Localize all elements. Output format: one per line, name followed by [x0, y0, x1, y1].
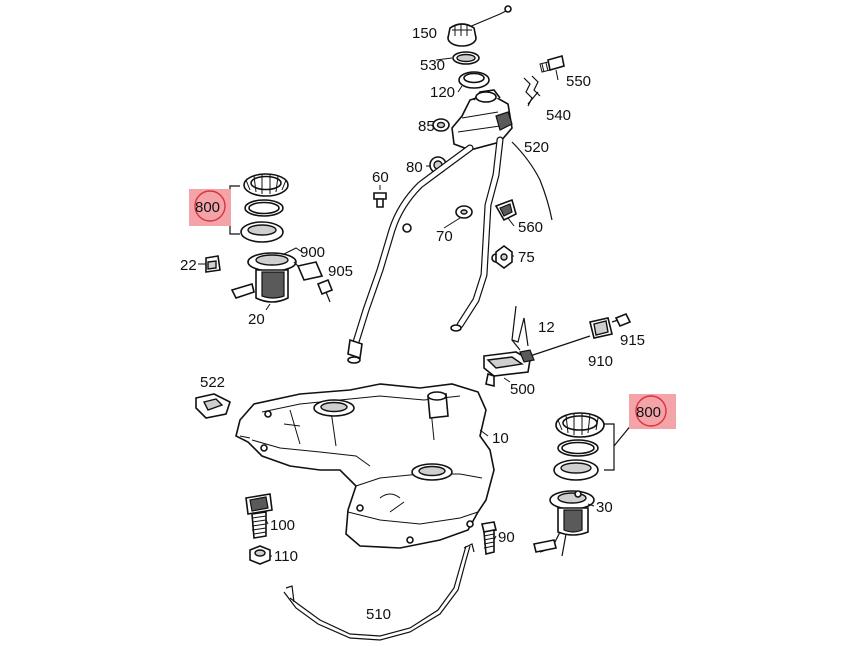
- callout-560: 560: [518, 219, 543, 236]
- lead-910-to-500: [529, 335, 591, 357]
- part-75-nut: [495, 245, 513, 269]
- vent-line-wire: [511, 141, 553, 221]
- part-filler-neck-housing: [451, 89, 513, 151]
- part-540-clip: [523, 75, 541, 107]
- part-12-bracket: [511, 305, 529, 351]
- part-800-flange-ring-right: [553, 459, 599, 481]
- filler-pipe: [347, 144, 474, 364]
- callout-900: 900: [300, 244, 325, 261]
- part-905-screw: [316, 278, 334, 303]
- callout-522: 522: [200, 374, 225, 391]
- callout-75: 75: [518, 249, 535, 266]
- bracket-800-right: [604, 423, 633, 471]
- part-550-screw: [539, 54, 565, 73]
- callout-110: 110: [274, 548, 298, 565]
- part-22-clip: [205, 255, 221, 273]
- part-800-lock-ring-right: [555, 412, 605, 438]
- callout-90: 90: [498, 529, 515, 546]
- callout-905: 905: [328, 263, 353, 280]
- part-110-nut: [249, 545, 271, 565]
- callout-500: 500: [510, 381, 535, 398]
- callout-80: 80: [406, 159, 423, 176]
- part-60-bolt: [373, 192, 387, 208]
- part-800-flange-ring-left: [240, 221, 284, 243]
- part-30-fuel-level-unit: [533, 490, 595, 557]
- callout-60: 60: [372, 169, 389, 186]
- callout-10: 10: [492, 430, 509, 447]
- callout-520: 520: [524, 139, 549, 156]
- part-800-lock-ring-left: [243, 173, 289, 197]
- part-150-fuel-cap: [447, 5, 512, 47]
- callout-100: 100: [270, 517, 295, 534]
- highlight-800-left[interactable]: [189, 189, 231, 226]
- callout-85: 85: [418, 118, 435, 135]
- highlight-800-right[interactable]: [629, 394, 676, 429]
- callout-800-left: 800: [195, 199, 220, 216]
- vent-pipe: [450, 136, 504, 332]
- callout-120: 120: [430, 84, 455, 101]
- part-522-clip: [195, 393, 231, 419]
- part-915-screw: [611, 312, 632, 328]
- part-10-fuel-tank: [235, 383, 495, 549]
- part-560-clamp: [494, 198, 517, 222]
- part-910-connector: [589, 317, 613, 339]
- callout-800-right: 800: [636, 404, 661, 421]
- part-900-sensor: [293, 261, 324, 281]
- callout-leader-lines: [198, 57, 595, 557]
- part-20-fuel-pump: [230, 247, 303, 303]
- part-70-retainer: [455, 205, 473, 219]
- callout-22: 22: [180, 257, 197, 274]
- callout-550: 550: [566, 73, 591, 90]
- callout-910: 910: [588, 353, 613, 370]
- part-100-sensor: [245, 493, 273, 539]
- part-800-seal-right: [557, 439, 599, 457]
- callout-540: 540: [546, 107, 571, 124]
- part-120-ring: [458, 71, 490, 89]
- callout-915: 915: [620, 332, 645, 349]
- part-85-grommet: [432, 118, 450, 132]
- callout-12: 12: [538, 319, 555, 336]
- callout-30: 30: [596, 499, 613, 516]
- callout-70: 70: [436, 228, 453, 245]
- part-500-pressure-sensor: [483, 349, 535, 388]
- part-90-bolt: [481, 521, 497, 556]
- part-530-seal-ring: [452, 51, 480, 65]
- callout-530: 530: [420, 57, 445, 74]
- callout-20: 20: [248, 311, 265, 328]
- part-510-tank-strap: [283, 543, 475, 641]
- callout-150: 150: [412, 25, 437, 42]
- callout-510: 510: [366, 606, 391, 623]
- part-800-seal-left: [244, 199, 284, 217]
